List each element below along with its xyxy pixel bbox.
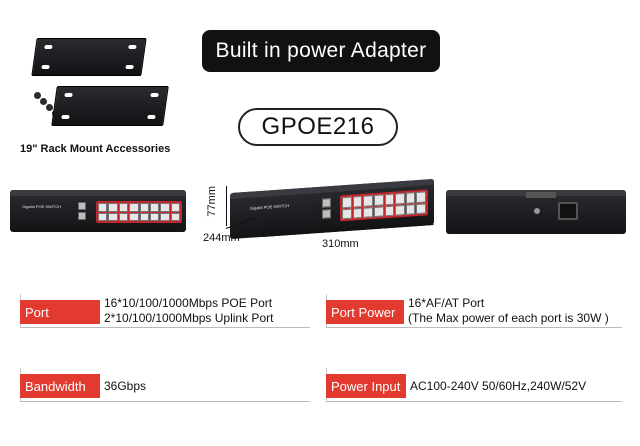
poe-port: [373, 205, 384, 218]
power-socket-icon: [558, 202, 578, 220]
poe-port: [405, 192, 416, 204]
poe-port: [416, 202, 426, 215]
accessories-caption: 19" Rack Mount Accessories: [20, 143, 171, 155]
poe-port: [416, 191, 426, 203]
poe-port: [98, 203, 108, 212]
poe-port: [139, 203, 149, 212]
bandwidth-value: 36Gbps: [104, 379, 147, 393]
port-power-value-line-2: (The Max power of each port is 30W ): [408, 311, 609, 325]
poe-port: [108, 203, 118, 212]
poe-port: [129, 212, 139, 221]
poe-port: [149, 203, 160, 212]
poe-port: [170, 212, 180, 221]
height-dimension-line: [226, 186, 227, 226]
poe-port: [384, 205, 395, 217]
poe-port: [363, 195, 373, 207]
height-dimension: 77mm: [206, 186, 218, 217]
poe-port: [395, 192, 405, 205]
rack-bracket-icon: [31, 38, 147, 76]
poe-port: [395, 204, 405, 216]
width-dimension: 310mm: [322, 238, 359, 250]
poe-port: [149, 212, 160, 221]
port-power-label: Port Power: [326, 300, 404, 324]
port-label: Port: [20, 300, 100, 324]
port-value-line-1: 16*10/100/1000Mbps POE Port: [104, 296, 273, 310]
poe-port: [118, 203, 129, 212]
port-power-value-line-1: 16*AF/AT Port: [408, 296, 485, 310]
poe-port: [373, 194, 384, 206]
poe-port: [108, 212, 118, 221]
poe-port: [342, 196, 352, 208]
poe-port: [139, 212, 149, 221]
switch-back-icon: [446, 190, 626, 234]
poe-port: [342, 208, 352, 220]
poe-port: [118, 212, 129, 221]
poe-port: [160, 212, 170, 221]
poe-port: [352, 195, 363, 208]
poe-port: [352, 207, 363, 219]
poe-port: [384, 193, 395, 205]
port-value-line-2: 2*10/100/1000Mbps Uplink Port: [104, 311, 274, 325]
power-input-value: AC100-240V 50/60Hz,240W/52V: [410, 379, 587, 393]
poe-port: [363, 206, 373, 218]
rack-bracket-icon: [51, 86, 169, 126]
bandwidth-label: Bandwidth: [20, 374, 100, 398]
model-name: GPOE216: [238, 108, 398, 146]
poe-port: [405, 203, 416, 215]
poe-port: [170, 203, 180, 212]
poe-port: [98, 212, 108, 221]
power-input-label: Power Input: [326, 374, 406, 398]
switch-front-icon: Gigabit POE SWITCH: [10, 190, 186, 232]
banner-title: Built in power Adapter: [202, 30, 440, 72]
rack-mount-accessories: [14, 30, 184, 160]
poe-port: [160, 203, 170, 212]
poe-port: [129, 203, 139, 212]
depth-dimension: 244mm: [203, 232, 240, 244]
